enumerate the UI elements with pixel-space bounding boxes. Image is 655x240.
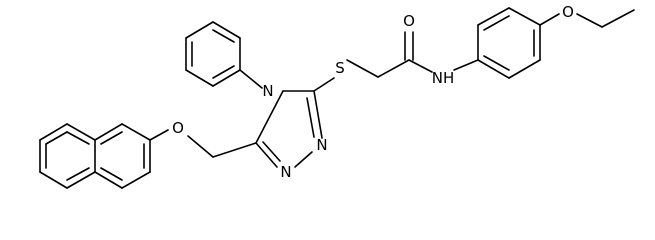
bond-naph-l-5	[66, 171, 96, 189]
chemical-structure-diagram: O NH O S N N N O	[39, 3, 635, 189]
bond-naph-l-inner-3	[66, 167, 90, 181]
bond-ring-b-inner-3	[212, 65, 235, 79]
bond-ch2-o-ether	[187, 135, 214, 158]
bond-ch2-c	[377, 59, 410, 78]
atom-labels: O NH O S N N N O	[172, 3, 574, 181]
bond-naph-r-3	[94, 171, 123, 189]
bond-ring-b-3	[185, 21, 214, 39]
bond-o-ch2	[576, 13, 603, 28]
bond-ring-b-5	[185, 69, 214, 87]
bond-ring-b-2	[212, 21, 241, 39]
bond-s-ch2	[346, 59, 379, 78]
atom-o-ethoxy: O	[562, 3, 574, 21]
atom-n4-triazole: N	[262, 82, 273, 100]
bond-triazole-2	[255, 90, 284, 144]
atom-o-ether: O	[172, 119, 184, 137]
bond-o-naphthyl	[149, 129, 169, 141]
bond-triazole-ch2	[212, 142, 257, 158]
atom-o-carbonyl: O	[403, 12, 415, 30]
bond-ring-a-5	[508, 59, 541, 79]
bond-ring-a-inner-1	[483, 15, 510, 31]
bond-nh-ring	[453, 59, 479, 71]
bond-triazole-5	[313, 90, 323, 139]
bond-triazole-inner-1	[306, 97, 315, 138]
bond-naph-l-4	[39, 171, 68, 189]
bond-triazole-s	[313, 77, 335, 92]
bond-ring-b-inner-1	[212, 29, 235, 43]
molecule-drawing: O NH O S N N N O	[39, 3, 635, 189]
bond-naph-l-6	[66, 131, 90, 145]
bond-n4-phenyl	[239, 69, 263, 89]
bond-ring-b-6	[212, 69, 241, 87]
atom-s-thioether: S	[335, 59, 345, 77]
bond-naph-l-1	[66, 123, 96, 141]
bonds	[39, 7, 635, 189]
bond-triazole-3	[255, 142, 278, 168]
atom-n2-triazole: N	[280, 163, 291, 181]
bond-naph-r-2	[121, 171, 151, 189]
bond-naph-r-inner-3	[100, 131, 123, 145]
bond-ring-a-3	[508, 7, 541, 26]
bond-naph-r-6	[121, 123, 151, 141]
bond-ring-o-ethoxy	[539, 13, 560, 26]
bond-ring-a-2	[477, 7, 510, 26]
bond-naph-r-5	[94, 123, 123, 141]
bond-naph-l-2	[39, 123, 68, 141]
atom-n1-triazole: N	[316, 136, 327, 154]
bond-ch2-ch3	[601, 9, 635, 28]
bond-triazole-inner-2	[262, 141, 281, 162]
bond-ring-a-6	[477, 59, 510, 79]
bond-naph-r-inner-2	[100, 167, 123, 181]
bond-c-nh	[408, 59, 433, 73]
bond-naph-l-inner-1	[45, 131, 68, 145]
bond-ring-a-inner-3	[483, 55, 510, 71]
atom-nh-amide: NH	[432, 69, 455, 87]
bond-triazole-4	[294, 151, 313, 168]
